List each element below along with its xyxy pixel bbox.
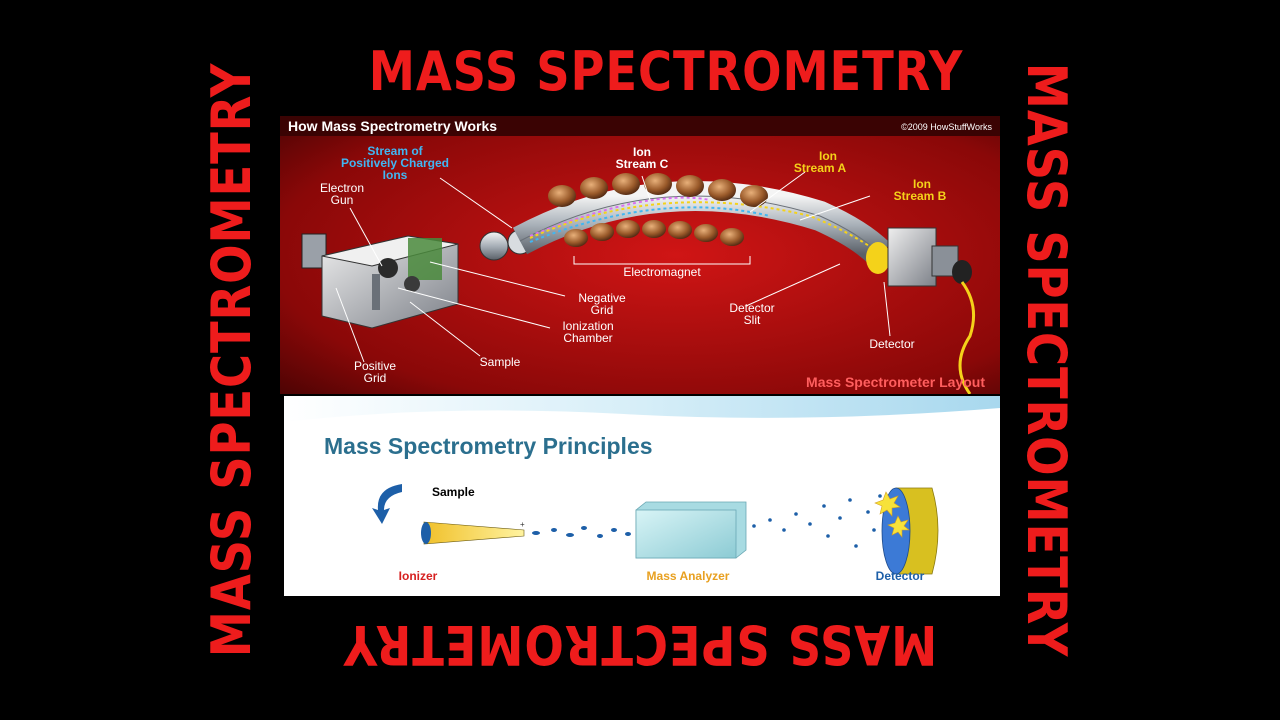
label-negative: Negative	[578, 291, 626, 305]
principles-title: Mass Spectrometry Principles	[324, 433, 653, 459]
detector-label: Detector	[876, 569, 925, 583]
ionizer-plus-sign: +	[520, 520, 525, 529]
label-gun: Gun	[331, 193, 354, 207]
banner-left: MASS SPECTROMETRY	[200, 62, 263, 658]
mass-analyzer-box	[635, 501, 747, 559]
label-electron: Electron	[320, 181, 364, 195]
sample-arrow-icon	[372, 484, 402, 524]
ion-stream-b	[529, 206, 771, 243]
ionizer-tip	[421, 522, 431, 544]
label-detector: Detector	[869, 337, 914, 351]
label-detector-slit-1: Detector	[729, 301, 774, 315]
panel1-title: How Mass Spectrometry Works	[288, 118, 497, 134]
label-ion-b-2: Stream B	[894, 189, 947, 203]
label-ion-c-2: Stream C	[616, 157, 669, 171]
detector-disc	[874, 487, 939, 575]
impact-burst-icon-2	[887, 515, 910, 538]
copyright-text: ©2009 HowStuffWorks	[901, 122, 992, 132]
banner-bottom: MASS SPECTROMETRY	[342, 613, 938, 676]
electromagnet-coils	[548, 173, 768, 247]
label-ions: Ions	[383, 168, 408, 182]
ionizer-label: Ionizer	[399, 569, 438, 583]
ion-stream-c	[529, 196, 711, 237]
label-ion-a-2: Stream A	[794, 161, 847, 175]
mass-spectrometer-layout-diagram: How Mass Spectrometry Works ©2009 HowStu…	[280, 116, 1000, 394]
impact-burst-icon	[874, 491, 901, 517]
ion-particles	[532, 494, 882, 548]
negative-grid-shape	[408, 238, 442, 280]
detector-assembly	[866, 227, 976, 394]
panel1-title-bar	[280, 116, 1000, 136]
label-electromagnet: Electromagnet	[623, 265, 701, 279]
label-positively-charged: Positively Charged	[341, 156, 449, 170]
banner-right: MASS SPECTROMETRY	[1015, 62, 1078, 658]
mass-analyzer-label: Mass Analyzer	[647, 569, 730, 583]
label-positive: Positive	[354, 359, 396, 373]
banner-top: MASS SPECTROMETRY	[368, 40, 964, 103]
label-chamber: Chamber	[563, 331, 612, 345]
label-ion-b-1: Ion	[913, 177, 931, 191]
label-stream-of: Stream of	[367, 144, 423, 158]
electromagnet-bracket	[573, 256, 751, 265]
leader-lines	[335, 171, 891, 363]
label-detector-slit-2: Slit	[744, 313, 761, 327]
label-sample: Sample	[480, 355, 521, 369]
sample-label: Sample	[432, 485, 475, 499]
label-grid-negative: Grid	[591, 303, 614, 317]
mass-spectrometry-principles-diagram: Mass Spectrometry Principles Sample + Io…	[284, 396, 1000, 596]
panel2-header-wave	[284, 396, 1000, 422]
label-ion-c-1: Ion	[633, 145, 651, 159]
label-ionization: Ionization	[562, 319, 613, 333]
label-ion-a-1: Ion	[819, 149, 837, 163]
label-grid-positive: Grid	[364, 371, 387, 385]
layout-caption: Mass Spectrometer Layout	[806, 374, 985, 390]
